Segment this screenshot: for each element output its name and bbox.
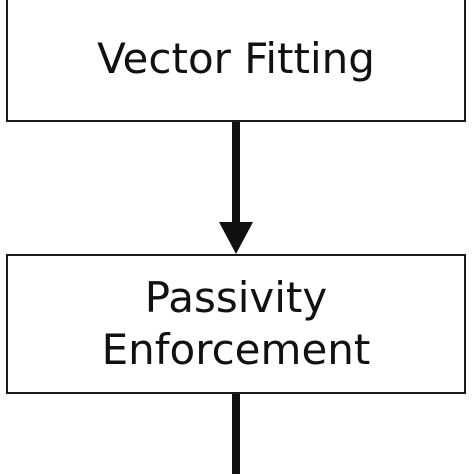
- node-passivity-enforcement-line-1: Passivity: [144, 272, 328, 322]
- node-vector-fitting: Vector Fitting: [6, 0, 466, 122]
- node-passivity-enforcement: Passivity Enforcement: [6, 254, 466, 394]
- node-vector-fitting-label: Vector Fitting: [97, 33, 375, 83]
- arrowhead-vector-to-passivity: [219, 222, 253, 254]
- node-passivity-enforcement-line-2: Enforcement: [101, 325, 371, 374]
